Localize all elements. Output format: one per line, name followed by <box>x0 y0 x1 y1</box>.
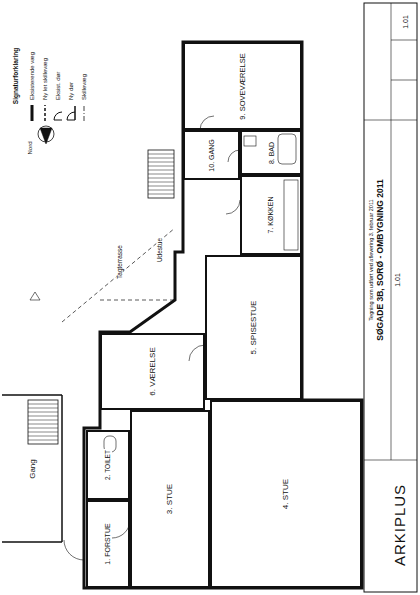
legend-text: Ny dør <box>68 82 74 100</box>
legend-sample <box>53 104 63 122</box>
legend: Eksisterende væg Ny let skillevæg Eksist. … <box>24 22 110 122</box>
room-label-frame: 2. TOILET <box>88 432 128 498</box>
legend-row: Eksist. dør <box>53 22 63 122</box>
staircase <box>148 150 174 198</box>
room-label-frame: 6. VÆRELSE <box>102 335 203 408</box>
room: Gang <box>2 395 62 542</box>
plan-label: Tegning som udført ved aflevering 3. feb… <box>368 198 374 321</box>
room-name: 10. GANG <box>207 138 215 172</box>
room-label-frame: 9. SOVEVÆRELSE <box>185 44 300 128</box>
drawing-title: SØGADE 3B, SORØ - OMBYGNING 2011 <box>376 178 385 342</box>
room-label-frame: 5. SPISESTUE <box>207 257 300 398</box>
room-name: Gang <box>27 458 36 480</box>
legend-text: Ny let skillevæg <box>42 58 48 100</box>
room: 4. STUE <box>210 400 362 588</box>
room-name: 7. KØKKEN <box>267 196 275 235</box>
plan-label: Signaturforklaring <box>12 47 19 105</box>
staircase <box>28 400 58 444</box>
room: 2. TOILET <box>86 430 130 500</box>
legend-row: Ny let skillevæg <box>40 22 50 122</box>
room: 8. BAD <box>240 130 302 175</box>
room-label-frame: 1. FORSTUE <box>88 502 128 586</box>
room-label-frame: 10. GANG <box>185 132 238 178</box>
plan-label: Tagterrasse <box>116 244 123 280</box>
room-name: 2. TOILET <box>104 449 111 481</box>
room-name: 4. STUE <box>281 478 290 510</box>
room-name: 8. BAD <box>267 140 275 164</box>
room: 10. GANG <box>183 130 240 180</box>
room-name: 6. VÆRELSE <box>148 346 157 396</box>
room-label-frame: 4. STUE <box>212 402 360 586</box>
sheet-number: 1.01 <box>394 272 402 288</box>
legend-text: Skillevæg <box>81 74 87 100</box>
legend-sample <box>40 104 50 122</box>
legend-text: Eksisterende væg <box>29 52 35 100</box>
logo-text: ARKIPLUS <box>392 483 409 567</box>
room: 3. STUE <box>130 410 210 588</box>
room-name: 5. SPISESTUE <box>249 300 258 356</box>
room: 1. FORSTUE <box>86 500 130 588</box>
legend-row: Skillevæg <box>79 22 89 122</box>
legend-sample <box>79 104 89 122</box>
room: 7. KØKKEN <box>240 175 302 255</box>
room-label-frame: 7. KØKKEN <box>242 177 300 253</box>
door-swing <box>112 520 130 538</box>
title-block <box>364 3 417 592</box>
room-name: 3. STUE <box>165 483 174 515</box>
legend-row: Ny dør <box>66 22 76 122</box>
room: 9. SOVEVÆRELSE <box>183 42 302 130</box>
room: 5. SPISESTUE <box>205 255 302 400</box>
room-name: 9. SOVEVÆRELSE <box>238 52 247 120</box>
legend-sample <box>66 104 76 122</box>
plan-label: Udestue <box>156 237 163 263</box>
legend-row: Eksisterende væg <box>27 22 37 122</box>
room-label-frame: 8. BAD <box>242 132 300 173</box>
room-label-frame: Gang <box>4 397 60 540</box>
legend-text: Eksist. dør <box>55 72 61 100</box>
room-label-frame: 3. STUE <box>132 412 208 586</box>
room: 6. VÆRELSE <box>100 333 205 410</box>
exterior-wall <box>84 42 362 588</box>
room-name: 1. FORSTUE <box>104 522 112 565</box>
plan-label: Nord <box>27 140 34 155</box>
legend-sample <box>27 104 37 122</box>
sheet-number: 1.01 <box>402 14 410 30</box>
